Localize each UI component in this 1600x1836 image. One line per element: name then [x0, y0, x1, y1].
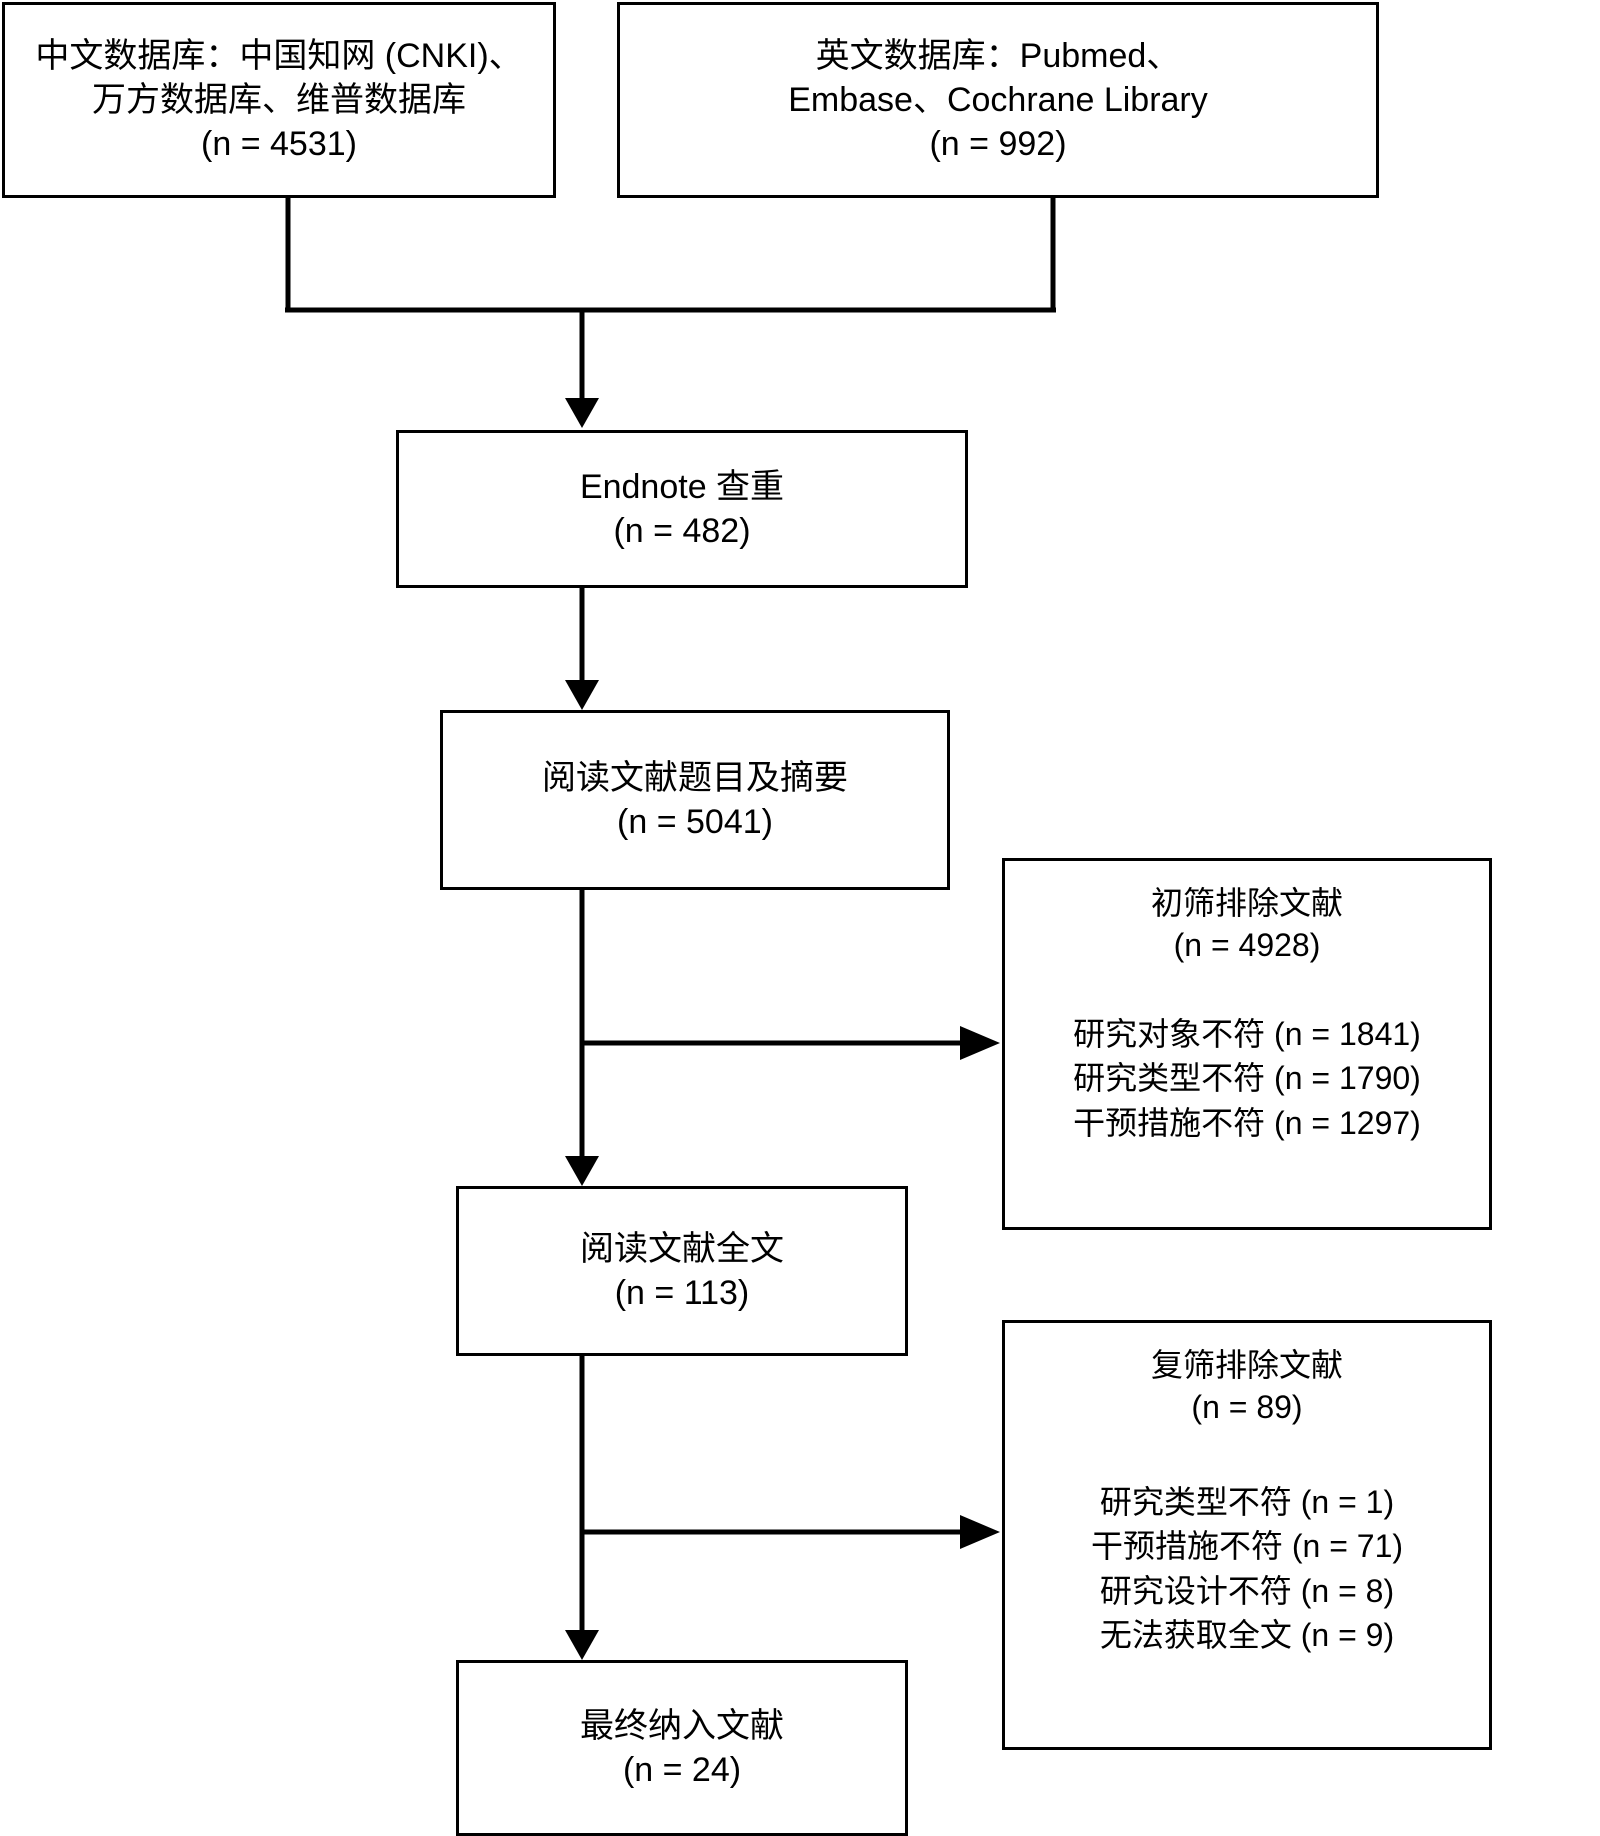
excluded-secondary-reason-3: 研究设计不符 (n = 8): [1099, 1572, 1395, 1609]
excluded-secondary-header: 复筛排除文献 (n = 89): [1005, 1345, 1489, 1428]
node-included-studies: 最终纳入文献 (n = 24): [456, 1660, 908, 1836]
arrow-to-excluded-secondary: [582, 1515, 1000, 1549]
english-db-line-2: Embase、Cochrane Library: [788, 80, 1208, 119]
arrow-to-excluded-primary: [582, 1026, 1000, 1060]
excluded-primary-reason-2: 研究类型不符 (n = 1790): [1073, 1060, 1421, 1097]
excluded-primary-reason-1: 研究对象不符 (n = 1841): [1073, 1016, 1421, 1053]
excluded-secondary-reason-1: 研究类型不符 (n = 1): [1099, 1484, 1395, 1521]
chinese-db-count: (n = 4531): [201, 125, 357, 164]
node-excluded-primary: 初筛排除文献 (n = 4928) 研究对象不符 (n = 1841) 研究类型…: [1002, 858, 1492, 1230]
arrow-merge-to-endnote: [565, 310, 599, 428]
excluded-secondary-reason-2: 干预措施不符 (n = 71): [1090, 1528, 1404, 1565]
excluded-secondary-reason-4: 无法获取全文 (n = 9): [1099, 1616, 1395, 1653]
arrow-fulltext-to-included: [565, 1356, 599, 1660]
chinese-db-line-1: 中文数据库：中国知网 (CNKI)、: [35, 36, 523, 75]
node-endnote-deduplication: Endnote 查重 (n = 482): [396, 430, 968, 588]
fulltext-count: (n = 113): [614, 1274, 750, 1312]
excluded-primary-heading: 初筛排除文献: [1150, 885, 1343, 921]
endnote-count: (n = 482): [613, 512, 751, 550]
excluded-primary-reasons: 研究对象不符 (n = 1841) 研究类型不符 (n = 1790) 干预措施…: [1005, 1012, 1489, 1144]
included-count: (n = 24): [622, 1751, 742, 1789]
node-title-abstract-screening: 阅读文献题目及摘要 (n = 5041): [440, 710, 950, 890]
node-fulltext-screening: 阅读文献全文 (n = 113): [456, 1186, 908, 1356]
fulltext-label: 阅读文献全文: [580, 1229, 784, 1268]
arrow-title-abstract-to-fulltext: [565, 890, 599, 1186]
excluded-primary-header: 初筛排除文献 (n = 4928): [1005, 883, 1489, 966]
excluded-primary-reason-3: 干预措施不符 (n = 1297): [1073, 1104, 1421, 1141]
title-abstract-count: (n = 5041): [617, 803, 773, 841]
title-abstract-label: 阅读文献题目及摘要: [542, 758, 848, 797]
chinese-db-line-2: 万方数据库、维普数据库: [92, 80, 466, 119]
endnote-label: Endnote 查重: [579, 467, 785, 506]
node-english-databases: 英文数据库：Pubmed、 Embase、Cochrane Library (n…: [617, 2, 1379, 198]
merge-connector: [285, 198, 1056, 313]
node-chinese-databases: 中文数据库：中国知网 (CNKI)、 万方数据库、维普数据库 (n = 4531…: [2, 2, 556, 198]
english-db-count: (n = 992): [929, 125, 1067, 164]
excluded-secondary-heading: 复筛排除文献: [1150, 1347, 1343, 1383]
arrow-endnote-to-title-abstract: [565, 588, 599, 710]
included-label: 最终纳入文献: [580, 1706, 784, 1745]
english-db-line-1: 英文数据库：Pubmed、: [815, 36, 1181, 75]
excluded-secondary-reasons: 研究类型不符 (n = 1) 干预措施不符 (n = 71) 研究设计不符 (n…: [1005, 1480, 1489, 1657]
excluded-secondary-total: (n = 89): [1191, 1388, 1303, 1425]
node-excluded-secondary: 复筛排除文献 (n = 89) 研究类型不符 (n = 1) 干预措施不符 (n…: [1002, 1320, 1492, 1750]
excluded-primary-total: (n = 4928): [1173, 926, 1321, 963]
